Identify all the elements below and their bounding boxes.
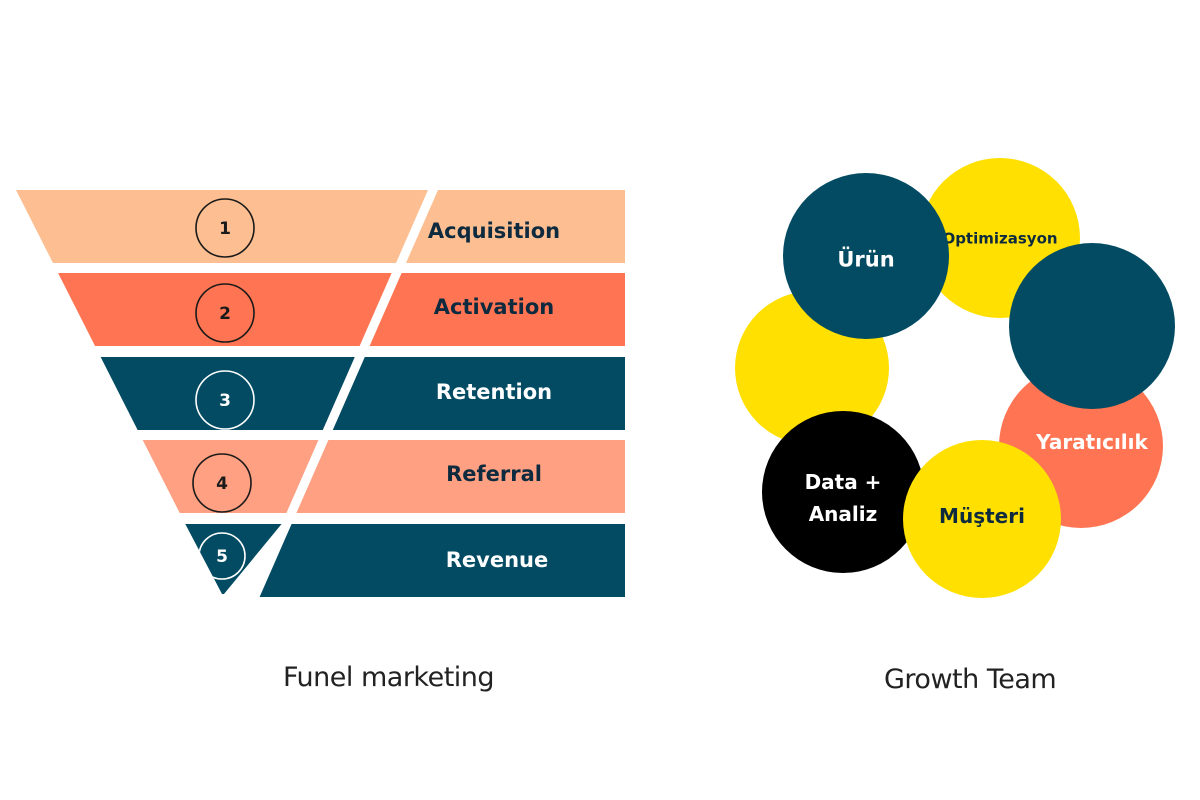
circle-shape (762, 411, 924, 573)
funnel-stage-4: 4 Referral (142, 440, 625, 513)
funnel-band-right (259, 524, 625, 597)
funnel-band-left (142, 440, 319, 513)
stage-label: Activation (434, 295, 554, 319)
circle-label: Yaratıcılık (1035, 430, 1148, 454)
stage-number: 1 (219, 219, 231, 239)
funnel-stage-2: 2 Activation (58, 273, 625, 346)
growth-team-caption: Growth Team (884, 664, 1057, 695)
growth-circle-data-analiz: Data +Analiz (762, 411, 924, 573)
stage-number-ring (192, 453, 252, 513)
stage-number: 2 (219, 304, 231, 324)
funnel-band-right (296, 440, 625, 513)
funnel-band-right (369, 273, 625, 346)
growth-circle-musteri: Müşteri (903, 440, 1061, 598)
funnel-band-left (16, 190, 428, 263)
funnel-caption: Funel marketing (283, 662, 495, 693)
circle-label: Müşteri (939, 504, 1025, 528)
funnel-band-left (58, 273, 392, 346)
stage-number-ring (195, 370, 255, 430)
stage-number: 5 (216, 547, 228, 567)
funnel-band-left (100, 357, 355, 430)
stage-number: 3 (219, 391, 231, 411)
circle-label: Optimizasyon (942, 229, 1057, 247)
growth-circle-urun: Ürün (783, 173, 949, 339)
stage-number-ring (195, 283, 255, 343)
circle-label: Ürün (837, 246, 894, 271)
circle-shape (1009, 243, 1175, 409)
stage-number: 4 (216, 474, 228, 494)
circle-shape (903, 440, 1061, 598)
stage-label: Retention (436, 380, 552, 404)
funnel-stage-1: 1 Acquisition (16, 190, 625, 263)
funnel-band-right (332, 357, 625, 430)
circle-shape (783, 173, 949, 339)
stage-number-ring (195, 198, 255, 258)
stage-label: Referral (446, 462, 542, 486)
stage-label: Revenue (446, 548, 549, 572)
funnel-band-left (185, 524, 282, 594)
circle-label: Data +Analiz (805, 470, 882, 526)
stage-label: Acquisition (428, 219, 560, 243)
funnel-stage-5: 5 Revenue (185, 524, 625, 597)
funnel-stage-3: 3 Retention (100, 357, 625, 430)
growth-circle-right-teal (1009, 243, 1175, 409)
funnel-band-right (406, 190, 625, 263)
